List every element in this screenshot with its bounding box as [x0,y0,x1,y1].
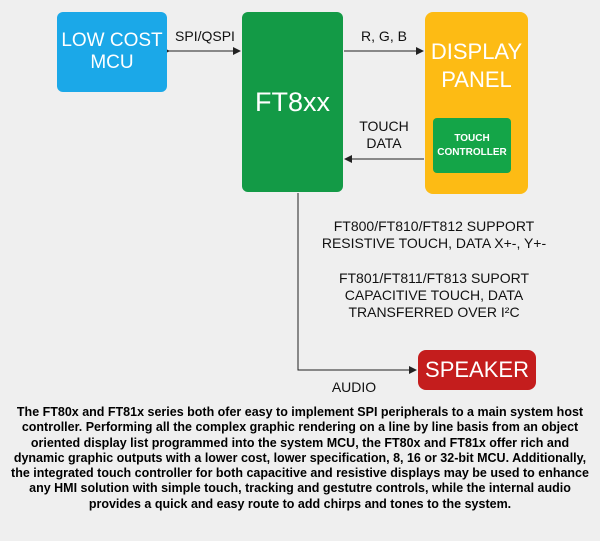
touch-data-line-1: TOUCH [359,118,409,134]
speaker-block: SPEAKER [418,350,536,390]
mcu-label-line-2: MCU [90,52,134,73]
spi-label: SPI/QSPI [175,28,235,44]
ft8xx-label: FT8xx [254,86,330,117]
capacitive-note: FT801/FT811/FT813 SUPORT CAPACITIVE TOUC… [300,270,568,321]
display-label-line-1: DISPLAY [430,39,523,64]
mcu-label-line-1: LOW COST [61,30,163,51]
ft8xx-block: FT8xx [242,12,343,192]
rgb-label: R, G, B [361,28,407,44]
touch-controller-line-2: CONTROLLER [437,146,507,158]
resistive-note-line-2: RESISTIVE TOUCH, DATA X+-, Y+- [321,235,547,251]
capacitive-note-line-3: TRANSFERRED OVER I²C [348,304,520,320]
speaker-label: SPEAKER [425,357,529,382]
display-label-line-2: PANEL [441,67,512,92]
resistive-note-line-1: FT800/FT810/FT812 SUPPORT [333,218,535,234]
touch-controller-line-1: TOUCH [454,132,490,144]
capacitive-note-line-1: FT801/FT811/FT813 SUPORT [338,270,530,286]
display-panel-block: DISPLAY PANEL [425,12,528,194]
capacitive-note-line-2: CAPACITIVE TOUCH, DATA [344,287,524,303]
touch-data-label: TOUCH DATA [350,118,418,152]
resistive-note: FT800/FT810/FT812 SUPPORT RESISTIVE TOUC… [300,218,568,252]
audio-arrow [297,193,417,374]
mcu-block: LOW COST MCU [57,12,167,92]
audio-label: AUDIO [331,379,377,395]
touch-data-line-2: DATA [366,135,402,151]
description-text: The FT80x and FT81x series both ofer eas… [11,405,589,511]
touch-controller-block: TOUCH CONTROLLER [433,118,511,173]
